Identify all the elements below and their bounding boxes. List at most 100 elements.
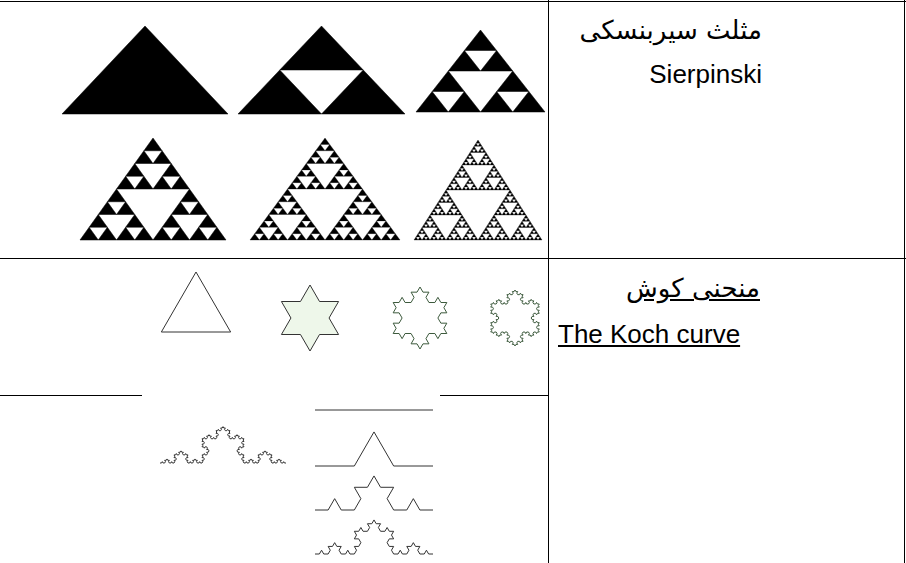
sierpinski-piece (502, 206, 506, 209)
sierpinski-piece (470, 149, 474, 152)
sierpinski-piece (466, 231, 470, 234)
sierpinski-piece (466, 224, 470, 227)
sierpinski-piece (430, 237, 434, 240)
sierpinski-piece (478, 162, 482, 165)
sierpinski-piece (297, 208, 306, 214)
sierpinski-piece (363, 208, 372, 214)
sierpinski-piece (117, 202, 135, 215)
sierpinski-piece (424, 234, 428, 237)
sierpinski-piece (367, 202, 376, 208)
sierpinski-piece (518, 206, 522, 209)
sierpinski-piece (440, 234, 444, 237)
sierpinski-piece (259, 234, 268, 240)
sierpinski-piece (462, 237, 466, 240)
sierpinski-piece (153, 151, 171, 164)
sierpinski-piece (358, 189, 367, 195)
sierpinski-piece (344, 183, 353, 189)
sierpinski-piece (414, 237, 418, 240)
sierpinski-piece (288, 183, 297, 189)
sierpinski-piece (438, 206, 442, 209)
sierpinski-piece (492, 215, 496, 218)
sierpinski-piece (528, 221, 532, 224)
sierpinski-piece (480, 146, 484, 149)
sierpinski-piece (450, 206, 454, 209)
sierpinski-piece (450, 181, 454, 184)
sierpinski-piece (464, 30, 496, 51)
sierpinski-piece (500, 203, 504, 206)
sierpinski-piece (497, 71, 529, 92)
sierpinski-piece (283, 189, 292, 195)
sierpinski-piece (462, 187, 466, 190)
sierpinski-piece (330, 151, 339, 157)
sierpinski-piece (292, 227, 301, 233)
sierpinski-piece (381, 221, 390, 227)
sierpinski-piece (434, 224, 438, 227)
sierpinski-piece (273, 227, 282, 233)
sierpinski-piece (255, 227, 264, 233)
sierpinski-piece (530, 237, 534, 240)
sierpinski-piece (478, 143, 482, 146)
sierpinski-piece (464, 159, 468, 162)
sierpinski-piece (494, 174, 498, 177)
sierpinski-piece (448, 234, 452, 237)
sierpinski-piece (498, 174, 502, 177)
sierpinski-figure (80, 138, 226, 240)
sierpinski-piece (512, 234, 516, 237)
sierpinski-piece (460, 215, 464, 218)
sierpinski-piece (522, 212, 526, 215)
sierpinski-piece (462, 162, 466, 165)
cell-label: Sierpinski (649, 58, 762, 90)
sierpinski-piece (498, 212, 502, 215)
sierpinski-piece (117, 176, 135, 189)
sierpinski-piece (470, 237, 474, 240)
sierpinski-piece (500, 178, 504, 181)
sierpinski-piece (162, 164, 180, 177)
sierpinski-piece (269, 234, 278, 240)
sierpinski-piece (454, 187, 458, 190)
sierpinski-piece (422, 224, 426, 227)
sierpinski-piece (528, 234, 532, 237)
sierpinski-piece (488, 184, 492, 187)
sierpinski-piece (190, 227, 208, 240)
sierpinski-piece (334, 234, 343, 240)
sierpinski-piece (502, 199, 506, 202)
sierpinski-piece (470, 162, 474, 165)
sierpinski-piece (470, 181, 474, 184)
sierpinski-piece (126, 215, 144, 228)
sierpinski-piece (456, 209, 460, 212)
sierpinski-piece (482, 162, 486, 165)
sierpinski-piece (530, 231, 534, 234)
sierpinski-piece (126, 164, 144, 177)
sierpinski-piece (372, 221, 381, 227)
sierpinski-piece (434, 237, 438, 240)
sierpinski-piece (306, 183, 315, 189)
sierpinski-piece (446, 187, 450, 190)
koch-snowflake (491, 290, 539, 346)
sierpinski-piece (316, 234, 325, 240)
sierpinski-piece (488, 221, 492, 224)
sierpinski-piece (320, 138, 329, 144)
sierpinski-piece (502, 187, 506, 190)
sierpinski-piece (458, 174, 462, 177)
sierpinski-piece (452, 178, 456, 181)
sierpinski-piece (504, 196, 508, 199)
sierpinski-piece (62, 26, 228, 114)
sierpinski-piece (448, 196, 452, 199)
sierpinski-piece (434, 231, 438, 234)
sierpinski-piece (430, 218, 434, 221)
sierpinski-piece (325, 144, 334, 150)
sierpinski-piece (486, 181, 490, 184)
sierpinski-piece (344, 208, 353, 214)
sierpinski-piece (462, 174, 466, 177)
sierpinski-piece (472, 184, 476, 187)
sierpinski-piece (377, 215, 386, 221)
sierpinski-piece (504, 234, 508, 237)
koch-curve (160, 427, 286, 463)
sierpinski-piece (162, 215, 180, 228)
sierpinski-piece (442, 212, 446, 215)
koch-curve (315, 476, 433, 510)
sierpinski-piece (458, 224, 462, 227)
sierpinski-piece (432, 71, 464, 92)
sierpinski-piece (363, 195, 372, 201)
sierpinski-piece (494, 218, 498, 221)
